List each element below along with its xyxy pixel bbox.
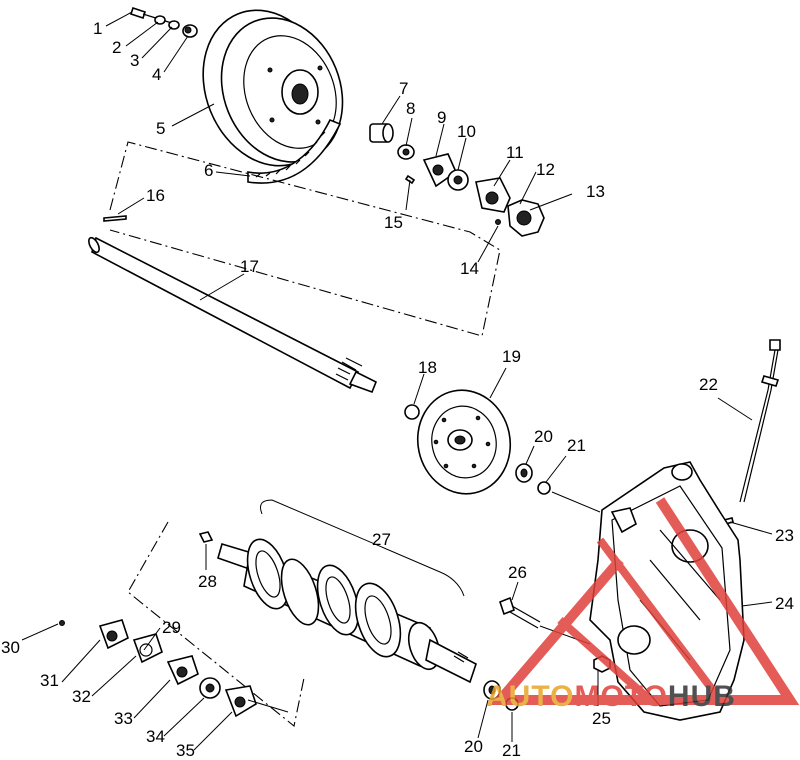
pin-part-15 — [404, 174, 416, 185]
sprocket-part-12 — [507, 199, 545, 237]
bearing-part-20-lower — [483, 680, 501, 700]
callout-28: 28 — [198, 572, 217, 591]
callout-10: 10 — [457, 122, 476, 141]
group-bracket-upper — [109, 141, 501, 337]
callout-8: 8 — [406, 99, 415, 118]
bearing-part-34 — [199, 677, 221, 699]
callout-35: 35 — [176, 741, 195, 760]
callout-25: 25 — [592, 709, 611, 728]
group-bracket-27 — [259, 499, 465, 597]
callout-labels: 1 2 3 4 5 6 7 8 9 10 11 12 13 14 15 16 1… — [1, 19, 794, 760]
callout-13: 13 — [586, 182, 605, 201]
washer-part-8 — [397, 144, 415, 160]
pin-part-16 — [103, 215, 127, 222]
seal-part-21-upper — [537, 481, 551, 495]
group-bracket-lower — [127, 521, 305, 727]
callout-5: 5 — [156, 119, 165, 138]
gasket-part-32 — [132, 633, 163, 664]
flange-part-11 — [475, 177, 511, 213]
callout-9: 9 — [437, 108, 446, 127]
callout-26: 26 — [508, 563, 527, 582]
drive-shaft-part-27 — [217, 538, 477, 684]
callout-3: 3 — [130, 51, 139, 70]
bolt-part-26 — [499, 596, 541, 629]
callout-17: 17 — [240, 257, 259, 276]
callout-19: 19 — [502, 347, 521, 366]
callout-11: 11 — [506, 143, 524, 162]
pulley-part-5 — [202, 9, 344, 167]
watermark-text-auto: AUTO — [486, 680, 574, 713]
leader-lines — [21, 11, 773, 751]
callout-21-upper: 21 — [567, 436, 586, 455]
callout-21-lower: 21 — [502, 741, 521, 760]
callout-31: 31 — [40, 671, 59, 690]
watermark-text-hub: HUB — [668, 680, 736, 713]
callout-1: 1 — [93, 19, 102, 38]
callout-27: 27 — [372, 530, 391, 549]
bearing-part-10 — [447, 169, 469, 191]
callout-15: 15 — [384, 213, 403, 232]
callout-34: 34 — [146, 727, 165, 746]
callout-20-upper: 20 — [534, 427, 553, 446]
watermark-logo: AUTOMOTOHUB — [486, 497, 800, 713]
callout-33: 33 — [114, 709, 133, 728]
fastener-part-30 — [59, 620, 65, 626]
callout-29: 29 — [162, 618, 181, 637]
fastener-part-14 — [495, 219, 501, 225]
callout-6: 6 — [204, 161, 213, 180]
oring-part-18 — [404, 404, 420, 420]
callout-32: 32 — [72, 687, 91, 706]
callout-20-lower: 20 — [464, 737, 483, 756]
callout-14: 14 — [460, 259, 479, 278]
chaincase-part-24 — [589, 461, 745, 721]
callout-30: 30 — [1, 638, 20, 657]
callout-22: 22 — [699, 375, 718, 394]
bearing-part-20-upper — [515, 463, 533, 483]
cable-part-22 — [739, 339, 781, 503]
washer-part-3 — [168, 20, 180, 30]
shaft-part-17 — [88, 236, 378, 394]
flange-part-35 — [224, 685, 257, 718]
flange-part-9 — [422, 153, 457, 188]
flange-part-31 — [98, 619, 129, 650]
watermark-text-moto: MOTO — [574, 680, 667, 713]
callout-24: 24 — [775, 594, 794, 613]
plug-part-28 — [198, 531, 214, 543]
callout-16: 16 — [146, 186, 165, 205]
spacer-part-4 — [182, 24, 198, 38]
callout-18: 18 — [418, 358, 437, 377]
callout-12: 12 — [536, 160, 555, 179]
chain-part-6 — [247, 118, 342, 184]
watermark-triangle-inner — [557, 537, 724, 703]
callout-4: 4 — [152, 65, 161, 84]
callout-23: 23 — [775, 526, 794, 545]
bearing-part-7 — [369, 123, 394, 143]
svg-text:AUTOMOTOHUB: AUTOMOTOHUB — [486, 680, 736, 713]
callout-7: 7 — [399, 79, 408, 98]
brake-disc-part-19 — [416, 389, 512, 495]
callout-2: 2 — [112, 38, 121, 57]
flange-part-33 — [166, 655, 199, 686]
